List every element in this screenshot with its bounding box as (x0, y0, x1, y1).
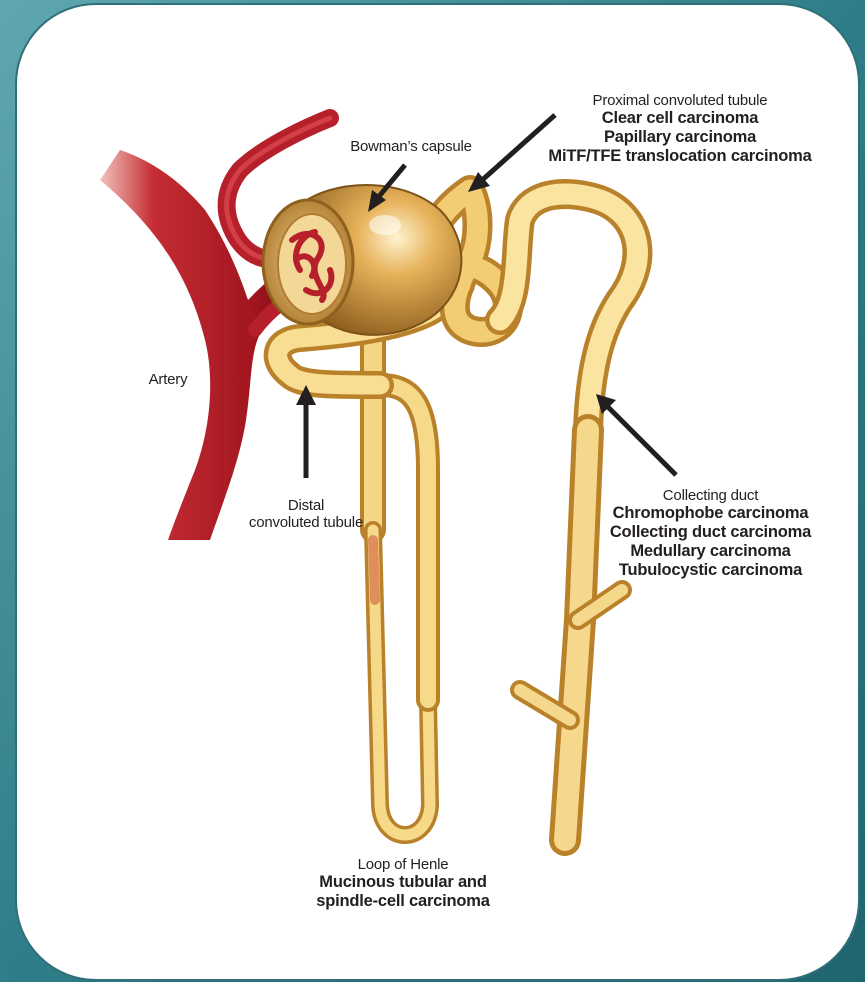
henle-carcinoma-2: spindle-cell carcinoma (298, 892, 508, 911)
proximal-carcinoma-2: Papillary carcinoma (530, 128, 830, 147)
collecting-name: Collecting duct (598, 487, 823, 504)
collecting-carcinoma-1: Chromophobe carcinoma (598, 504, 823, 523)
bowmans-capsule (263, 185, 461, 335)
collecting-carcinoma-3: Medullary carcinoma (598, 542, 823, 561)
label-loop-of-henle: Loop of Henle Mucinous tubular and spind… (298, 856, 508, 911)
proximal-name: Proximal convoluted tubule (530, 92, 830, 109)
label-distal-tubule: Distal convoluted tubule (236, 497, 376, 532)
bowmans-name: Bowman’s capsule (336, 138, 486, 155)
label-artery: Artery (128, 371, 208, 388)
henle-carcinoma-1: Mucinous tubular and (298, 873, 508, 892)
label-bowmans-capsule: Bowman’s capsule (336, 138, 486, 155)
label-collecting-duct: Collecting duct Chromophobe carcinoma Co… (598, 487, 823, 580)
proximal-carcinoma-3: MiTF/TFE translocation carcinoma (530, 147, 830, 166)
distal-name-line2: convoluted tubule (236, 514, 376, 531)
proximal-carcinoma-1: Clear cell carcinoma (530, 109, 830, 128)
collecting-carcinoma-2: Collecting duct carcinoma (598, 523, 823, 542)
distal-name-line1: Distal (236, 497, 376, 514)
label-proximal-tubule: Proximal convoluted tubule Clear cell ca… (530, 92, 830, 166)
henle-name: Loop of Henle (298, 856, 508, 873)
artery-name: Artery (128, 371, 208, 388)
collecting-carcinoma-4: Tubulocystic carcinoma (598, 561, 823, 580)
